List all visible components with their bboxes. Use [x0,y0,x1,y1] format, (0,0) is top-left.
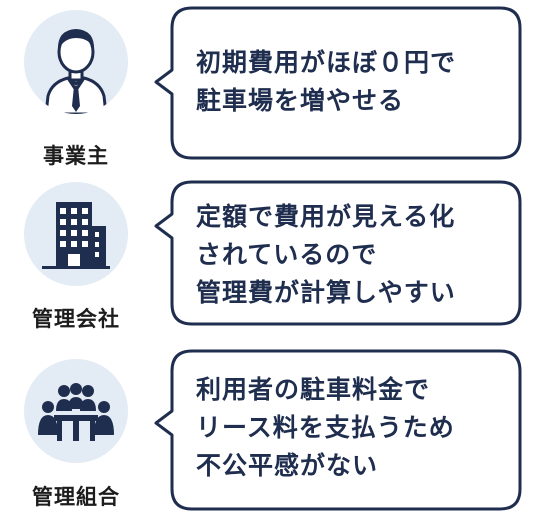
avatar-business-owner [24,10,128,114]
bubble-line: 初期費用がほぼ０円で [196,48,457,77]
bubble-line: 管理費が計算しやすい [196,278,456,307]
bubble-line: されているので [196,240,378,269]
bubble-line: 不公平感がない [196,451,379,480]
businessman-icon [44,29,108,114]
speech-bubble-management-association [154,349,522,511]
bubble-text-management-association: 利用者の駐車料金で リース料を支払うため 不公平感がない [196,371,455,485]
bubble-line: 駐車場を増やせる [196,86,405,115]
bubble-text-business-owner: 初期費用がほぼ０円で 駐車場を増やせる [196,44,456,120]
speech-bubble-management-company [154,180,522,326]
role-label-management-company: 管理会社 [32,307,120,331]
bubble-line: リース料を支払うため [196,413,455,442]
row-business-owner: 事業主 初期費用がほぼ０円で 駐車場を増やせる [0,0,536,170]
bubble-line: 定額で費用が見える化 [196,202,456,231]
role-label-management-association: 管理組合 [32,485,120,509]
bubble-line: 利用者の駐車料金で [196,375,431,404]
office-building-icon [42,202,110,269]
speech-bubble-business-owner [154,6,522,160]
meeting-group-icon [38,383,114,441]
avatar-management-company [24,182,128,286]
bubble-text-management-company: 定額で費用が見える化 されているので 管理費が計算しやすい [196,198,456,312]
role-label-business-owner: 事業主 [43,144,109,168]
row-management-company: 管理会社 定額で費用が見える化 されているので 管理費が計算しやすい [0,170,536,340]
avatar-management-association [24,359,128,463]
row-management-association: 管理組合 利用者の駐車料金で リース料を支払うため 不公平感がない [0,345,536,517]
